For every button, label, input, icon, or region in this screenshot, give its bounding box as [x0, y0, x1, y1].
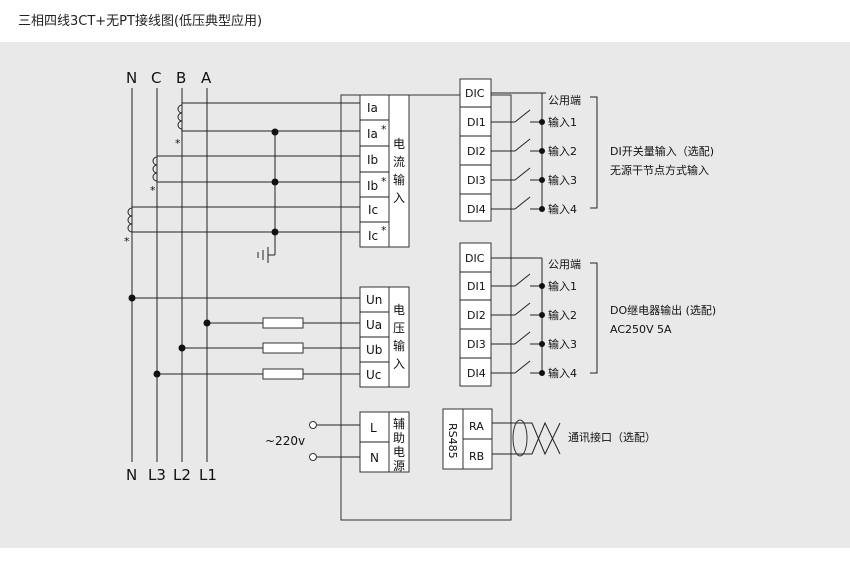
aux-label-char: 源: [393, 459, 405, 473]
ct-coil-b: [152, 156, 158, 182]
terminal-ib: Ib: [367, 153, 378, 167]
do-desc: AC250V 5A: [610, 323, 672, 336]
diagram-title: 三相四线3CT+无PT接线图(低压典型应用): [18, 14, 263, 29]
do-label: 输入2: [548, 308, 577, 322]
ct-coil-c: [127, 207, 133, 233]
terminal-l: L: [370, 421, 377, 435]
junction-dot: [203, 319, 211, 327]
rs485-terminal: RB: [469, 450, 484, 463]
line-label-bottom: N: [126, 466, 137, 484]
fuse: [262, 368, 304, 380]
line-label-top: B: [176, 69, 186, 87]
rs485-label: RS485: [446, 423, 459, 459]
di-label: 输入1: [548, 115, 577, 129]
do-label: 输入4: [548, 366, 577, 380]
do-desc: DO继电器输出 (选配): [610, 303, 716, 317]
line-label-top: N: [126, 69, 137, 87]
di-terminal: DI1: [467, 116, 486, 129]
voltage-label-char: 压: [393, 321, 405, 335]
do-terminal: DIC: [465, 252, 485, 265]
fuse: [262, 317, 304, 329]
voltage-label-char: 入: [393, 357, 405, 371]
diagram-panel: [0, 42, 850, 548]
terminal-ic-star: Ic: [368, 229, 378, 243]
terminal-ic: Ic: [368, 203, 378, 217]
junction-dot: [271, 228, 279, 236]
current-label-box: [388, 94, 410, 248]
terminal-n: N: [370, 451, 379, 465]
do-terminal-block: [459, 242, 492, 387]
do-label: 输入3: [548, 337, 577, 351]
current-label-char: 电: [393, 137, 405, 151]
di-label: 输入2: [548, 144, 577, 158]
star-mark: *: [175, 137, 181, 150]
line-label-top: A: [201, 69, 212, 87]
junction-dot: [153, 370, 161, 378]
terminal-ib-star: Ib: [367, 179, 378, 193]
line-label-bottom: L3: [148, 466, 166, 484]
current-label-char: 流: [393, 155, 405, 169]
do-bracket: [590, 262, 598, 374]
aux-label-char: 助: [393, 431, 405, 445]
di-bracket: [590, 96, 598, 209]
line-label-bottom: L2: [173, 466, 191, 484]
terminal-un: Un: [366, 293, 382, 307]
di-terminal: DI4: [467, 203, 486, 216]
di-terminal-block: [459, 78, 492, 222]
star-mark: *: [150, 184, 156, 197]
terminal-ua: Ua: [366, 318, 382, 332]
junction-dot: [128, 294, 136, 302]
rs485-terminal: RA: [469, 420, 484, 433]
star-mark: *: [381, 123, 387, 136]
supply-label: ~220v: [265, 434, 305, 448]
star-mark: *: [381, 224, 387, 237]
do-terminal: DI4: [467, 367, 486, 380]
do-label: 输入1: [548, 279, 577, 293]
di-label: 输入4: [548, 202, 577, 216]
terminal-ub: Ub: [366, 343, 382, 357]
current-label-char: 输: [393, 172, 405, 187]
star-mark: *: [124, 235, 130, 248]
voltage-label-char: 输: [393, 338, 405, 353]
voltage-label-box: [388, 286, 410, 388]
aux-label-char: 辅: [393, 417, 405, 431]
di-terminal: DI2: [467, 145, 486, 158]
ct-coil-a: [177, 104, 183, 132]
fuse: [262, 342, 304, 354]
aux-label-char: 电: [393, 445, 405, 459]
do-terminal: DI2: [467, 309, 486, 322]
shielded-cable: [512, 419, 528, 457]
terminal-ia: Ia: [367, 101, 378, 115]
di-label: 公用端: [548, 94, 581, 107]
terminal-ia-star: Ia: [367, 127, 378, 141]
twisted-pair: [522, 421, 561, 456]
di-desc: 无源干节点方式输入: [610, 163, 709, 177]
junction-dot: [178, 344, 186, 352]
supply-terminal: [309, 421, 317, 429]
rs485-desc: 通讯接口（选配）: [568, 431, 656, 444]
voltage-label-char: 电: [393, 303, 405, 317]
di-label: 输入3: [548, 173, 577, 187]
meter-enclosure: [340, 94, 512, 521]
do-label: 公用端: [548, 258, 581, 271]
supply-terminal: [309, 453, 317, 461]
terminal-uc: Uc: [366, 368, 381, 382]
do-terminal: DI1: [467, 280, 486, 293]
junction-dot: [271, 128, 279, 136]
line-label-bottom: L1: [199, 466, 217, 484]
di-desc: DI开关量输入（选配): [610, 144, 714, 158]
current-label-char: 入: [393, 191, 405, 205]
di-terminal: DI3: [467, 174, 486, 187]
line-label-top: C: [151, 69, 161, 87]
di-terminal: DIC: [465, 87, 485, 100]
junction-dot: [271, 178, 279, 186]
star-mark: *: [381, 175, 387, 188]
do-terminal: DI3: [467, 338, 486, 351]
